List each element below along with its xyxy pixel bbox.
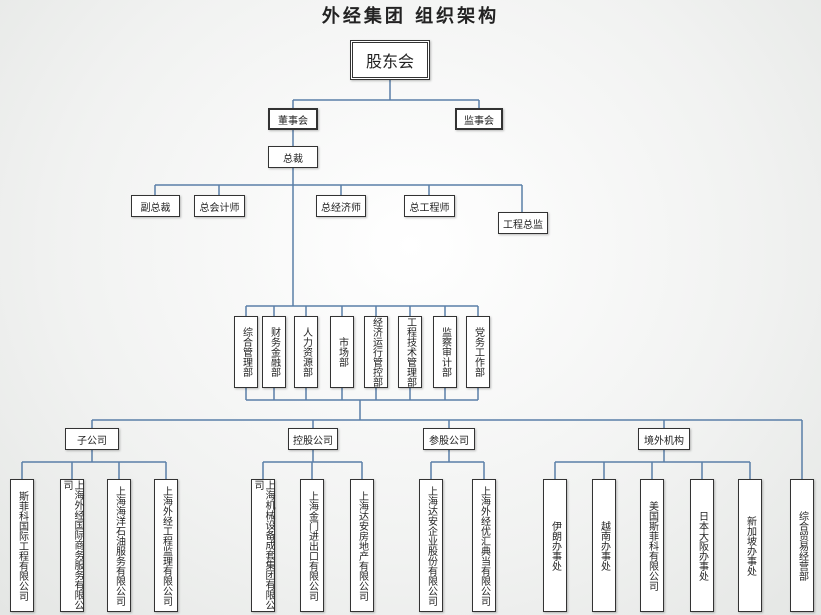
department-box: 监察审计部 (433, 316, 457, 388)
department-box: 工程技术管理部 (398, 316, 422, 388)
office-box: 新加坡办事处 (738, 479, 762, 612)
department-box: 财务金融部 (262, 316, 286, 388)
trade-dept-box: 综合贸易经营部 (790, 479, 814, 612)
subsidiaries-box: 子公司 (65, 428, 119, 450)
office-box: 越南办事处 (592, 479, 616, 612)
executive-box: 总工程师 (404, 195, 455, 217)
shareholders-box: 股东会 (350, 40, 430, 80)
supervisors-box: 监事会 (455, 108, 503, 130)
company-box: 上海达安企业股份有限公司 (419, 479, 443, 612)
department-box: 人力资源部 (294, 316, 318, 388)
department-box: 综合管理部 (234, 316, 258, 388)
office-box: 伊朗办事处 (543, 479, 567, 612)
department-box: 党务工作部 (466, 316, 490, 388)
equity-box: 参股公司 (423, 428, 475, 450)
office-box: 美国斯菲科有限公司 (640, 479, 664, 612)
executive-box: 总经济师 (316, 195, 366, 217)
company-box: 上海达安房地产有限公司 (350, 479, 374, 612)
company-box: 上海机械设备成套集团有限公司 (251, 479, 275, 612)
president-box: 总裁 (268, 146, 318, 168)
board-box: 董事会 (268, 108, 318, 130)
executive-box: 工程总监 (498, 212, 548, 234)
executive-box: 副总裁 (131, 195, 180, 217)
company-box: 上海外经优汇典当有限公司 (472, 479, 496, 612)
company-box: 上海金门进出口有限公司 (300, 479, 324, 612)
executive-box: 总会计师 (194, 195, 245, 217)
overseas-box: 境外机构 (638, 428, 690, 450)
department-box: 经济运行管控部 (364, 316, 388, 388)
company-box: 斯菲科国际工程有限公司 (10, 479, 34, 612)
company-box: 上海外经国际商务服务有限公司 (60, 479, 84, 612)
company-box: 上海海洋石油服务有限公司 (107, 479, 131, 612)
company-box: 上海外经工程监理有限公司 (154, 479, 178, 612)
office-box: 日本大阪办事处 (690, 479, 714, 612)
chart-title: 外经集团 组织架构 (321, 6, 500, 27)
department-box: 市场部 (330, 316, 354, 388)
holdings-box: 控股公司 (288, 428, 338, 450)
